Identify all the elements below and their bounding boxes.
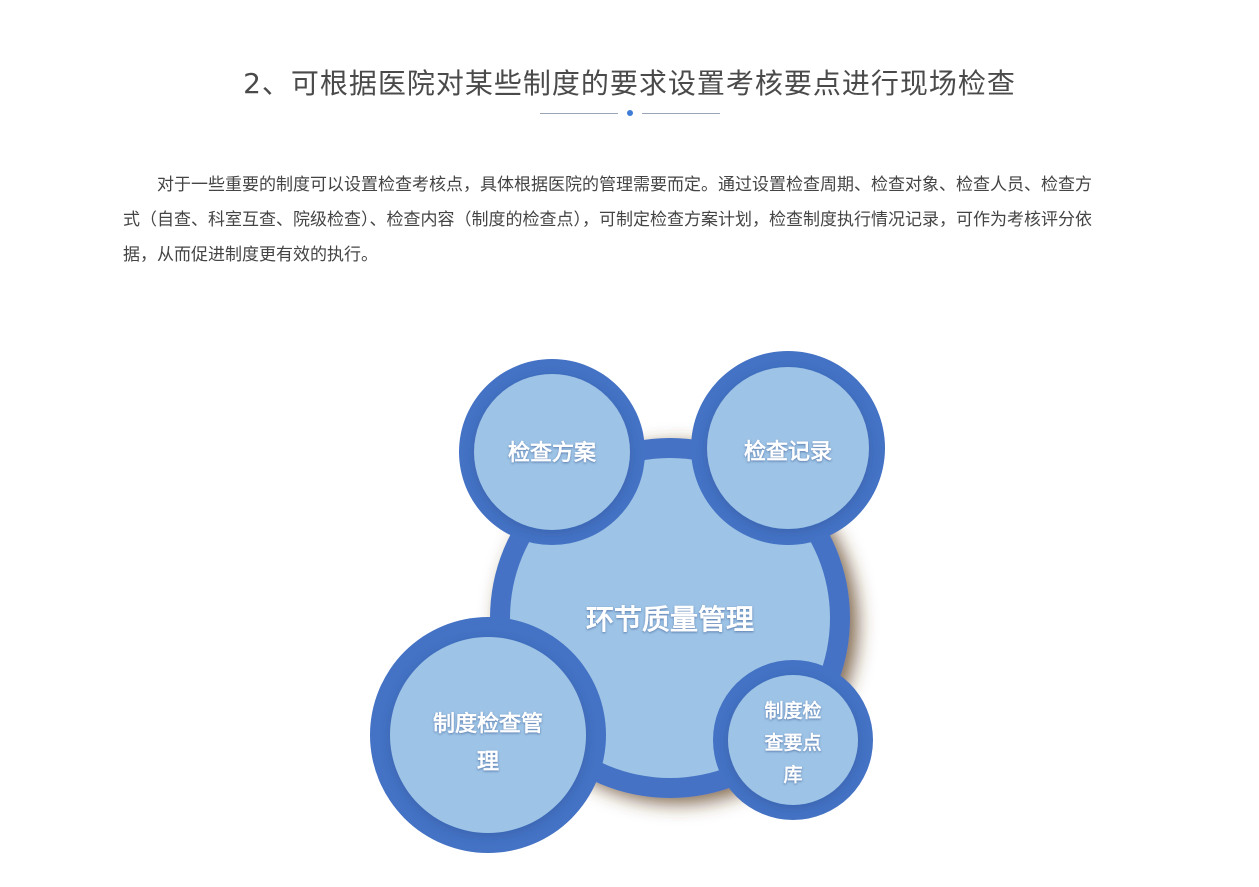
node-circle-plan-fill — [474, 374, 630, 530]
quality-management-diagram: 环节质量管理 检查方案 检查记录 制度检查管理 制度检查要点库 — [360, 340, 900, 870]
node-label-plan: 检查方案 — [507, 441, 596, 466]
node-label-record: 检查记录 — [743, 440, 832, 465]
heading-divider — [540, 108, 720, 118]
diagram-canvas — [370, 351, 885, 853]
node-label-management: 制度检查管理 — [432, 712, 543, 775]
node-circle-record-fill — [707, 367, 869, 529]
center-label: 环节质量管理 — [585, 603, 754, 636]
divider-line-left — [540, 113, 618, 114]
section-heading: 2、可根据医院对某些制度的要求设置考核要点进行现场检查 — [243, 67, 1016, 100]
description-paragraph: 对于一些重要的制度可以设置检查考核点，具体根据医院的管理需要而定。通过设置检查周… — [123, 175, 1092, 265]
node-circle-management-fill — [390, 637, 586, 833]
node-circle-library-fill — [728, 675, 858, 805]
divider-line-right — [642, 113, 720, 114]
divider-dot — [627, 110, 633, 116]
node-label-library: 制度检查要点库 — [764, 700, 822, 786]
